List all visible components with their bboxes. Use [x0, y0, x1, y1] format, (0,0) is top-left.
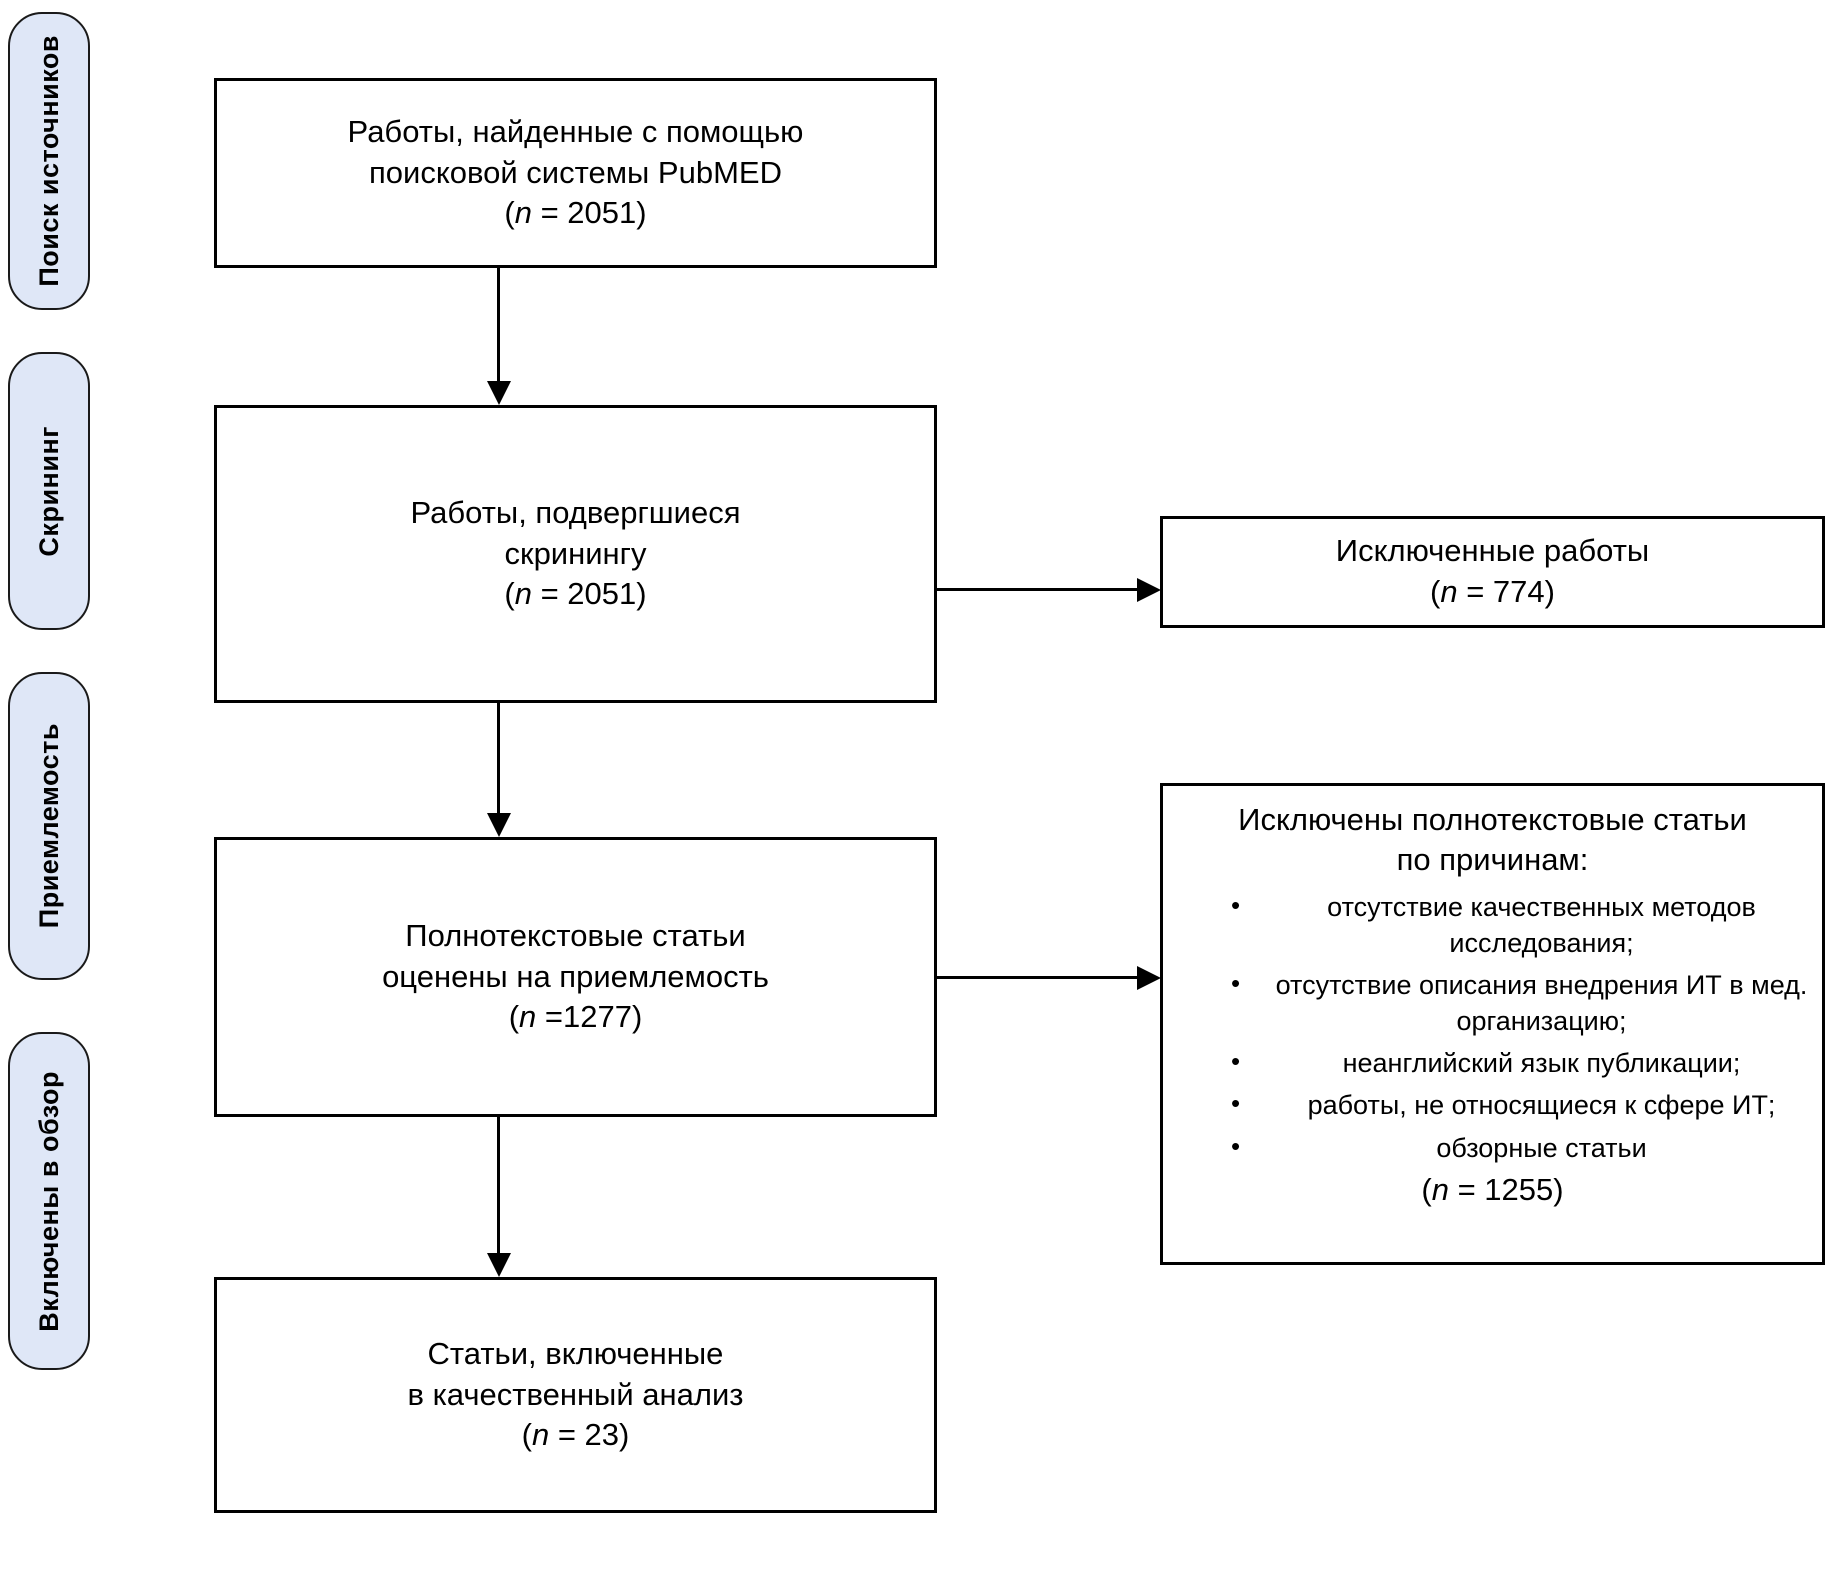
box-records-screened: Работы, подвергшиеся скринингу (n = 2051…	[214, 405, 937, 703]
stage-label-sources-text: Поиск источников	[33, 35, 64, 287]
box-records-screened-count: (n = 2051)	[504, 576, 647, 612]
box-exclusion-reasons-count: (n = 1255)	[1421, 1171, 1564, 1207]
box-records-found-line1: Работы, найденные с помощью	[347, 113, 804, 149]
arrow-right-icon	[1137, 578, 1161, 602]
box-exclusion-reasons: Исключены полнотекстовые статьи по причи…	[1160, 783, 1825, 1265]
arrow-down-icon	[487, 381, 511, 405]
connector-fulltext-to-reasons-line	[937, 976, 1137, 979]
arrow-down-icon	[487, 813, 511, 837]
box-studies-included-line2: в качественный анализ	[407, 1376, 744, 1412]
box-records-excluded-line1: Исключенные работы	[1335, 533, 1650, 569]
box-records-excluded-count: (n = 774)	[1430, 574, 1555, 609]
box-fulltext-assessed-line1: Полнотекстовые статьи	[405, 917, 746, 953]
stage-label-screening-text: Скрининг	[33, 425, 64, 557]
exclusion-reasons-list: отсутствие качественных методов исследов…	[1173, 888, 1812, 1166]
stage-label-screening: Скрининг	[8, 352, 90, 630]
box-records-screened-text: Работы, подвергшиеся скринингу (n = 2051…	[397, 493, 755, 616]
connector-fulltext-to-included-line	[497, 1117, 500, 1253]
box-exclusion-reasons-content: Исключены полнотекстовые статьи по причи…	[1163, 786, 1822, 1208]
box-records-found: Работы, найденные с помощью поисковой си…	[214, 78, 937, 268]
arrow-right-icon	[1137, 966, 1161, 990]
list-item: обзорные статьи	[1231, 1129, 1812, 1166]
stage-label-sources: Поиск источников	[8, 12, 90, 310]
list-item: неанглийский язык публикации;	[1231, 1044, 1812, 1081]
box-fulltext-assessed-text: Полнотекстовые статьи оценены на приемле…	[368, 916, 783, 1039]
list-item: отсутствие описания внедрения ИТ в мед. …	[1231, 966, 1812, 1039]
box-fulltext-assessed-line2: оценены на приемлемость	[382, 958, 769, 994]
box-records-found-text: Работы, найденные с помощью поисковой си…	[334, 112, 818, 235]
box-exclusion-reasons-heading-line2: по причинам:	[1396, 842, 1589, 878]
list-item: отсутствие качественных методов исследов…	[1231, 888, 1812, 961]
box-studies-included: Статьи, включенные в качественный анализ…	[214, 1277, 937, 1513]
stage-label-eligibility-text: Приемлемость	[33, 723, 64, 929]
box-exclusion-reasons-heading-line1: Исключены полнотекстовые статьи	[1238, 802, 1747, 837]
box-exclusion-reasons-heading: Исключены полнотекстовые статьи по причи…	[1173, 800, 1812, 881]
box-records-screened-line1: Работы, подвергшиеся	[410, 494, 741, 530]
stage-label-included: Включены в обзор	[8, 1032, 90, 1370]
arrow-down-icon	[487, 1253, 511, 1277]
connector-screened-to-fulltext-line	[497, 703, 500, 813]
connector-screened-to-excluded-line	[937, 588, 1137, 591]
stage-label-eligibility: Приемлемость	[8, 672, 90, 980]
box-records-excluded: Исключенные работы (n = 774)	[1160, 516, 1825, 628]
box-studies-included-text: Статьи, включенные в качественный анализ…	[393, 1334, 757, 1457]
stage-label-included-text: Включены в обзор	[33, 1070, 64, 1332]
list-item: работы, не относящиеся к сфере ИТ;	[1231, 1086, 1812, 1123]
connector-found-to-screened-line	[497, 268, 500, 381]
box-fulltext-assessed: Полнотекстовые статьи оценены на приемле…	[214, 837, 937, 1117]
box-studies-included-line1: Статьи, включенные	[427, 1335, 724, 1371]
box-records-found-line2: поисковой системы PubMED	[369, 154, 782, 190]
box-studies-included-count: (n = 23)	[521, 1417, 630, 1453]
box-records-excluded-text: Исключенные работы (n = 774)	[1322, 531, 1663, 613]
box-records-screened-line2: скринингу	[504, 535, 647, 571]
box-fulltext-assessed-count: (n =1277)	[508, 999, 643, 1035]
box-records-found-count: (n = 2051)	[504, 195, 647, 231]
